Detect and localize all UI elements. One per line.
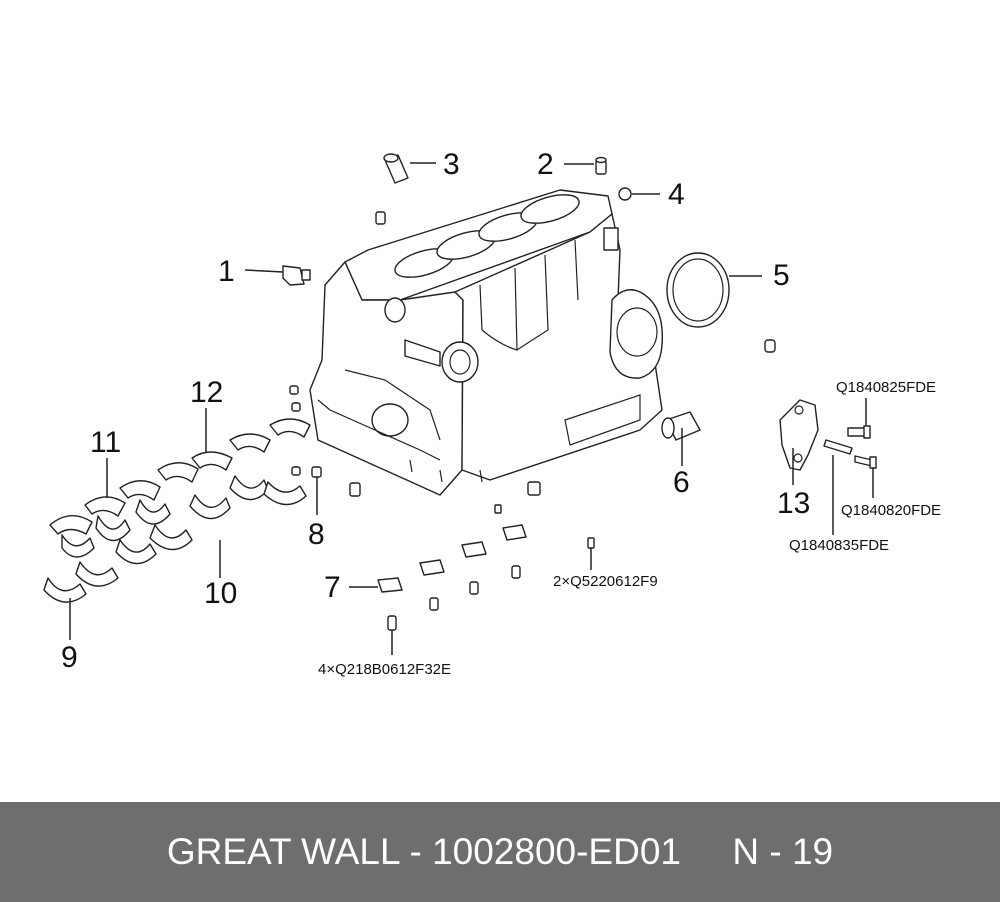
callout-9: 9 xyxy=(61,641,78,674)
callout-3: 3 xyxy=(443,148,460,181)
parts-diagram: 1 3 2 4 5 6 7 8 9 10 11 12 13 Q1840825FD… xyxy=(43,148,941,678)
callout-5: 5 xyxy=(773,259,790,292)
callout-2: 2 xyxy=(537,148,554,181)
bearing-caps xyxy=(377,504,595,631)
leader-lines xyxy=(69,162,874,655)
callout-11: 11 xyxy=(90,426,121,459)
plug-part-3 xyxy=(383,153,409,184)
seal-part-5 xyxy=(666,252,730,328)
plug-part-6 xyxy=(661,411,701,441)
bracket-part-13 xyxy=(779,399,819,471)
engine-block xyxy=(309,189,664,496)
footer-bar: GREAT WALL - 1002800-ED01 N - 19 xyxy=(0,802,1000,902)
callout-8: 8 xyxy=(308,518,325,551)
callout-12: 12 xyxy=(190,376,223,409)
callout-6: 6 xyxy=(673,466,690,499)
part-number-bolt-lower: Q1840820FDE xyxy=(841,502,941,519)
dowel-pins xyxy=(289,211,776,497)
dowel-part-2 xyxy=(595,156,607,175)
footer-title: GREAT WALL - 1002800-ED01 N - 19 xyxy=(166,831,834,872)
sensor-part-1 xyxy=(282,265,311,286)
callout-13: 13 xyxy=(777,487,810,520)
plug-part-4 xyxy=(618,187,632,201)
part-number-bolt-upper: Q1840825FDE xyxy=(836,379,936,396)
callout-7: 7 xyxy=(324,571,341,604)
bolts-right xyxy=(823,425,877,469)
callout-1: 1 xyxy=(218,255,235,288)
part-number-pin-right: 2×Q5220612F9 xyxy=(553,573,658,590)
part-number-pin-left: 4×Q218B0612F32E xyxy=(318,661,451,678)
part-number-bolt-long: Q1840835FDE xyxy=(789,537,889,554)
bearing-shells xyxy=(43,418,322,603)
callout-10: 10 xyxy=(204,577,237,610)
callout-4: 4 xyxy=(668,178,685,211)
